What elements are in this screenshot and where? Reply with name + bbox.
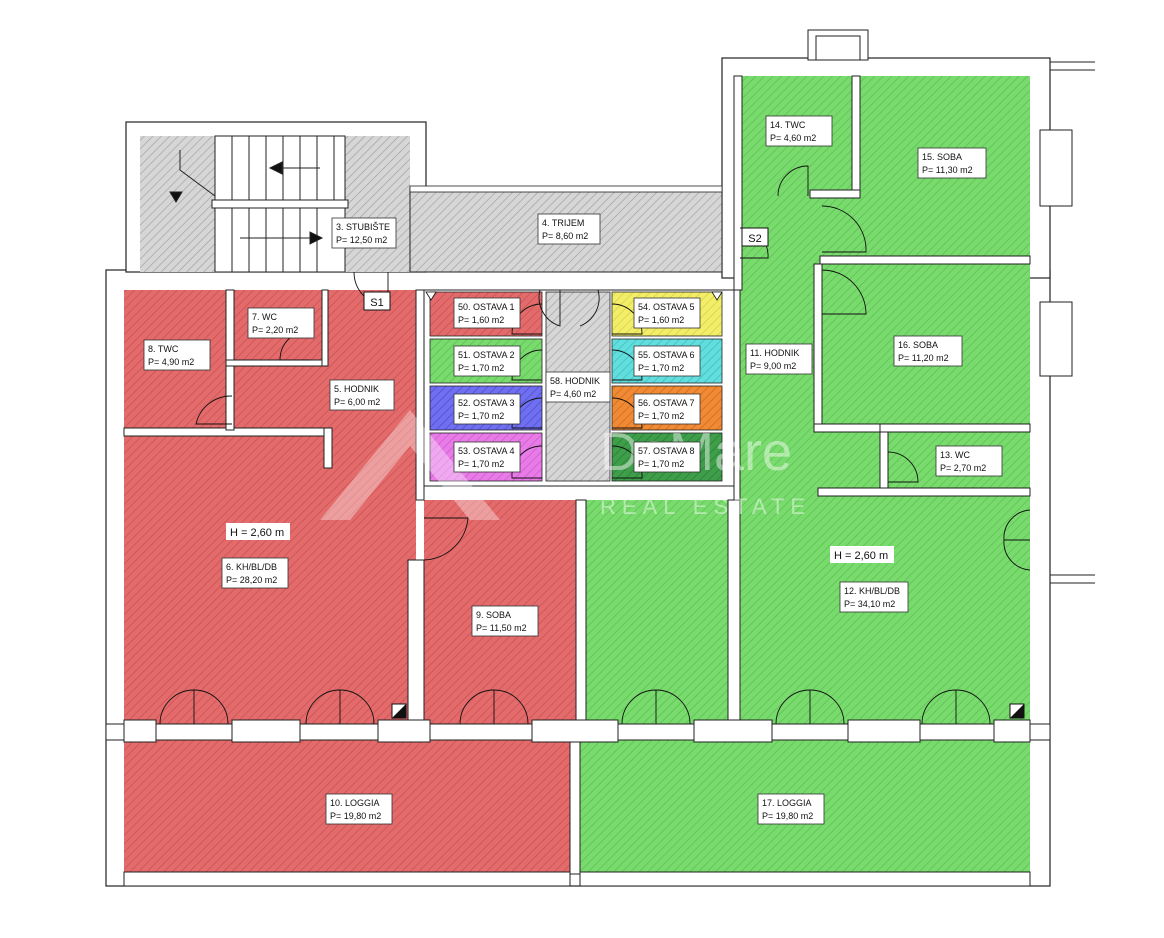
room-label-13: 13. WC P= 2,70 m2: [935, 445, 1003, 477]
svg-text:10. LOGGIA: 10. LOGGIA: [330, 798, 380, 808]
room-label-53: 53. OSTAVA 4 P= 1,70 m2: [453, 441, 521, 473]
stairs-symbol: [169, 135, 349, 273]
interior-walls: [105, 75, 1051, 875]
room-label-11: 11. HODNIK P= 9,00 m2: [745, 343, 813, 375]
svg-text:13. WC: 13. WC: [940, 450, 971, 460]
svg-text:52. OSTAVA 3: 52. OSTAVA 3: [458, 398, 515, 408]
svg-text:4. TRIJEM: 4. TRIJEM: [542, 218, 584, 228]
svg-text:56. OSTAVA 7: 56. OSTAVA 7: [638, 398, 695, 408]
svg-text:15. SOBA: 15. SOBA: [922, 152, 962, 162]
svg-text:P= 12,50 m2: P= 12,50 m2: [336, 235, 387, 245]
svg-text:7. WC: 7. WC: [252, 312, 278, 322]
svg-text:H = 2,60 m: H = 2,60 m: [834, 550, 888, 562]
svg-text:P= 1,70 m2: P= 1,70 m2: [638, 459, 684, 469]
svg-text:6. KH/BL/DB: 6. KH/BL/DB: [226, 562, 277, 572]
svg-text:P= 19,80 m2: P= 19,80 m2: [762, 811, 813, 821]
unit-red: [124, 290, 576, 874]
svg-text:S2: S2: [748, 233, 761, 245]
room-label-5: 5. HODNIK P= 6,00 m2: [329, 379, 395, 411]
svg-text:P= 1,70 m2: P= 1,70 m2: [458, 411, 504, 421]
svg-text:P= 34,10 m2: P= 34,10 m2: [844, 599, 895, 609]
room-label-51: 51. OSTAVA 2 P= 1,70 m2: [453, 345, 521, 377]
shaft-icon: [391, 291, 1025, 719]
svg-text:P= 19,80 m2: P= 19,80 m2: [330, 811, 381, 821]
height-label-right: H = 2,60 m: [830, 546, 894, 563]
svg-text:17. LOGGIA: 17. LOGGIA: [762, 798, 812, 808]
room-label-17: 17. LOGGIA P= 19,80 m2: [757, 793, 825, 825]
svg-text:16. SOBA: 16. SOBA: [898, 340, 938, 350]
svg-text:53. OSTAVA 4: 53. OSTAVA 4: [458, 446, 515, 456]
svg-text:P= 2,70 m2: P= 2,70 m2: [940, 463, 986, 473]
svg-text:P= 4,60 m2: P= 4,60 m2: [550, 389, 596, 399]
room-label-52: 52. OSTAVA 3 P= 1,70 m2: [453, 393, 521, 425]
svg-text:P= 11,20 m2: P= 11,20 m2: [898, 353, 949, 363]
svg-text:8. TWC: 8. TWC: [148, 344, 179, 354]
room-label-57: 57. OSTAVA 8 P= 1,70 m2: [633, 441, 701, 473]
svg-text:P= 11,50 m2: P= 11,50 m2: [476, 623, 527, 633]
room-label-6: 6. KH/BL/DB P= 28,20 m2: [221, 557, 289, 589]
svg-text:P= 9,00 m2: P= 9,00 m2: [750, 361, 796, 371]
svg-text:P= 4,90 m2: P= 4,90 m2: [148, 357, 194, 367]
svg-text:P= 11,30 m2: P= 11,30 m2: [922, 165, 973, 175]
svg-text:REAL ESTATE: REAL ESTATE: [600, 494, 811, 519]
svg-text:P= 1,70 m2: P= 1,70 m2: [638, 363, 684, 373]
svg-text:P= 4,60 m2: P= 4,60 m2: [770, 133, 816, 143]
room-label-9: 9. SOBA P= 11,50 m2: [471, 605, 539, 637]
svg-text:54. OSTAVA 5: 54. OSTAVA 5: [638, 302, 695, 312]
room-label-54: 54. OSTAVA 5 P= 1,60 m2: [633, 297, 701, 329]
room-label-3: 3. STUBIŠTE P= 12,50 m2: [331, 217, 397, 249]
svg-text:P= 6,00 m2: P= 6,00 m2: [334, 397, 380, 407]
room-label-12: 12. KH/BL/DB P= 34,10 m2: [839, 581, 909, 613]
svg-text:3. STUBIŠTE: 3. STUBIŠTE: [336, 222, 390, 232]
room-label-4: 4. TRIJEM P= 8,60 m2: [537, 213, 601, 245]
svg-text:5. HODNIK: 5. HODNIK: [334, 384, 379, 394]
room-label-56: 56. OSTAVA 7 P= 1,70 m2: [633, 393, 701, 425]
svg-text:11. HODNIK: 11. HODNIK: [750, 348, 799, 358]
svg-text:P= 28,20 m2: P= 28,20 m2: [226, 575, 277, 585]
svg-text:57. OSTAVA 8: 57. OSTAVA 8: [638, 446, 695, 456]
room-label-7: 7. WC P= 2,20 m2: [247, 307, 315, 339]
stairwell-area: [140, 135, 723, 273]
svg-text:P= 1,70 m2: P= 1,70 m2: [638, 411, 684, 421]
room-label-50: 50. OSTAVA 1 P= 1,60 m2: [453, 297, 521, 329]
svg-text:55. OSTAVA 6: 55. OSTAVA 6: [638, 350, 695, 360]
marker-s2: S2: [741, 227, 769, 247]
svg-text:12. KH/BL/DB: 12. KH/BL/DB: [844, 586, 900, 596]
room-label-10: 10. LOGGIA P= 19,80 m2: [325, 793, 393, 825]
svg-text:51. OSTAVA 2: 51. OSTAVA 2: [458, 350, 515, 360]
marker-s1: S1: [363, 291, 391, 311]
svg-text:P= 1,70 m2: P= 1,70 m2: [458, 459, 504, 469]
svg-text:P= 2,20 m2: P= 2,20 m2: [252, 325, 298, 335]
svg-text:P= 8,60 m2: P= 8,60 m2: [542, 231, 588, 241]
room-label-14: 14. TWC P= 4,60 m2: [765, 115, 833, 147]
room-label-8: 8. TWC P= 4,90 m2: [143, 339, 211, 371]
room-label-15: 15. SOBA P= 11,30 m2: [917, 147, 987, 179]
facade-windows: [123, 719, 1031, 887]
height-label-left: H = 2,60 m: [226, 523, 290, 540]
room-label-16: 16. SOBA P= 11,20 m2: [893, 335, 963, 367]
svg-text:14. TWC: 14. TWC: [770, 120, 806, 130]
watermark: DoMare REAL ESTATE: [320, 410, 811, 520]
svg-text:S1: S1: [370, 297, 383, 309]
svg-text:50. OSTAVA 1: 50. OSTAVA 1: [458, 302, 515, 312]
svg-text:P= 1,60 m2: P= 1,60 m2: [458, 315, 504, 325]
svg-text:H = 2,60 m: H = 2,60 m: [230, 527, 284, 539]
svg-text:P= 1,70 m2: P= 1,70 m2: [458, 363, 504, 373]
room-label-58: 58. HODNIK P= 4,60 m2: [545, 371, 611, 403]
svg-text:58. HODNIK: 58. HODNIK: [550, 376, 600, 386]
svg-text:P= 1,60 m2: P= 1,60 m2: [638, 315, 684, 325]
svg-text:9. SOBA: 9. SOBA: [476, 610, 511, 620]
room-label-55: 55. OSTAVA 6 P= 1,70 m2: [633, 345, 701, 377]
